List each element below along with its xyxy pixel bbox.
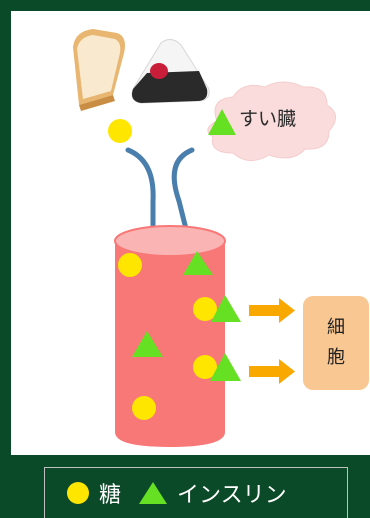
sugar-marker bbox=[132, 396, 156, 420]
orange-arrow bbox=[249, 298, 295, 323]
sugar-legend-icon bbox=[67, 482, 89, 504]
orange-arrow bbox=[249, 359, 295, 384]
cell-label-line2: 胞 bbox=[327, 343, 345, 373]
legend: 糖 インスリン bbox=[44, 467, 348, 518]
flow-arrows bbox=[128, 150, 192, 233]
bread-icon bbox=[73, 29, 125, 111]
insulin-legend-label: インスリン bbox=[177, 477, 287, 509]
cell-box: 細 胞 bbox=[303, 296, 369, 390]
sugar-marker bbox=[118, 253, 142, 277]
insulin-legend-icon bbox=[139, 482, 167, 504]
sugar-legend-label: 糖 bbox=[99, 477, 121, 509]
cell-label-line1: 細 bbox=[327, 313, 345, 343]
pancreas-label: すい臓 bbox=[239, 104, 296, 131]
onigiri-icon bbox=[132, 39, 209, 103]
sugar-marker bbox=[108, 119, 132, 143]
